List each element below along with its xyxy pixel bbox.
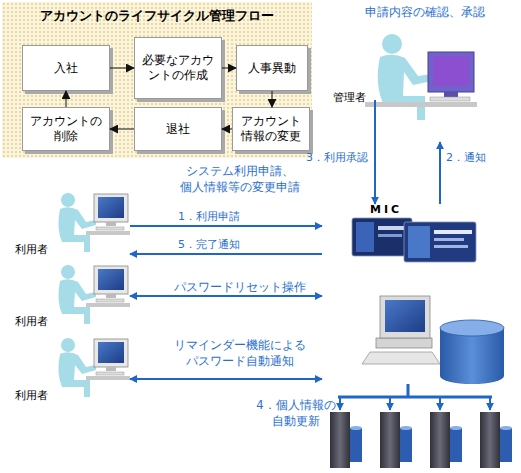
server-disk xyxy=(450,428,462,462)
server-disk xyxy=(450,426,462,430)
monitor-screen xyxy=(385,300,425,332)
server-disk xyxy=(500,428,512,462)
lifecycle-arrow xyxy=(110,129,134,130)
mic-node: MIC xyxy=(322,204,478,262)
figure-label: 利用者 xyxy=(15,314,48,329)
user-figure xyxy=(58,338,130,397)
text-label: 申請内容の確認、承認 xyxy=(365,4,515,20)
lifecycle-arrow xyxy=(272,91,273,107)
product-card xyxy=(352,218,412,256)
edge-label: 1．利用申請 xyxy=(178,209,240,224)
text-label: リマインダー機能による パスワード自動通知 xyxy=(160,337,320,369)
user-figure xyxy=(58,265,130,324)
figure-label: 管理者 xyxy=(333,90,366,105)
box-text: アカウント情報の変更 xyxy=(236,114,306,144)
figure-label: 利用者 xyxy=(15,388,48,403)
wire xyxy=(130,295,322,297)
card-graphic xyxy=(356,222,374,252)
card-graphic xyxy=(378,234,402,237)
user-node: 利用者 xyxy=(12,188,130,258)
process-box: アカウント情報の変更 xyxy=(232,107,310,151)
server-disk xyxy=(400,426,412,430)
admin-node: 管理者 xyxy=(328,26,478,142)
process-box: 必要なアカウントの作成 xyxy=(134,37,222,99)
monitor-screen xyxy=(433,56,469,86)
keyboard xyxy=(430,97,470,101)
text-label: 4．個人情報の 自動更新 xyxy=(250,398,342,429)
person-head xyxy=(382,34,402,54)
card-graphic xyxy=(434,245,468,248)
user-node: 利用者 xyxy=(12,262,130,328)
server-tower xyxy=(480,412,500,468)
box-text: 入社 xyxy=(54,61,78,76)
wire xyxy=(489,397,491,410)
edge-label: 2．通知 xyxy=(446,150,486,165)
process-box: 入社 xyxy=(22,45,110,91)
text-label: システム利用申請、 個人情報等の変更申請 xyxy=(170,163,310,195)
box-text: 退社 xyxy=(166,122,190,137)
wire xyxy=(439,397,441,410)
server-disk xyxy=(500,426,512,430)
monitor-stand xyxy=(444,92,458,97)
product-card xyxy=(404,222,476,262)
monitor xyxy=(380,296,430,338)
lifecycle-arrow xyxy=(66,91,67,107)
wire xyxy=(389,397,391,410)
lifecycle-arrow xyxy=(222,129,232,130)
text-label: パスワードリセット操作 xyxy=(174,279,324,295)
keyboard xyxy=(362,352,440,364)
flow-arrow xyxy=(130,225,322,227)
process-box: アカウントの削除 xyxy=(22,107,110,151)
card-graphic xyxy=(408,226,430,258)
wire xyxy=(339,397,341,410)
flow-panel: アカウントのライフサイクル管理フロー入社 必要なアカウントの作成 人事異動アカウント… xyxy=(2,2,312,158)
server-disk xyxy=(400,428,412,462)
lifecycle-arrow xyxy=(222,68,236,69)
lifecycle-arrow xyxy=(110,68,134,69)
server-tower xyxy=(430,412,450,468)
edge-label: 3．利用承認 xyxy=(306,150,368,165)
monitor xyxy=(428,52,474,92)
user-figure xyxy=(58,193,130,252)
person-body xyxy=(378,55,432,120)
flow-arrow xyxy=(439,142,441,204)
server-tower xyxy=(380,412,400,468)
process-box: 人事異動 xyxy=(236,45,308,91)
product-label: MIC xyxy=(370,203,402,216)
server-tower xyxy=(330,412,350,468)
card-graphic xyxy=(434,230,472,234)
figure-label: 利用者 xyxy=(15,242,48,257)
card-graphic xyxy=(434,238,464,241)
card-graphic xyxy=(378,226,408,230)
desk xyxy=(365,102,477,107)
panel-title: アカウントのライフサイクル管理フロー xyxy=(2,8,312,25)
wire xyxy=(374,100,376,142)
process-box: 退社 xyxy=(134,107,222,151)
edge-label: 5．完了通知 xyxy=(178,237,240,252)
database-top xyxy=(440,320,504,336)
box-text: 必要なアカウントの作成 xyxy=(138,53,218,83)
wire xyxy=(130,378,322,380)
flow-arrow xyxy=(374,142,376,204)
user-node: 利用者 xyxy=(12,334,130,400)
box-text: アカウントの削除 xyxy=(26,114,106,144)
bus-line xyxy=(338,384,492,397)
cpu-unit xyxy=(376,338,432,348)
box-text: 人事異動 xyxy=(248,61,296,76)
flow-arrow xyxy=(130,253,322,255)
server-disk xyxy=(350,428,362,462)
server-disk xyxy=(350,426,362,430)
